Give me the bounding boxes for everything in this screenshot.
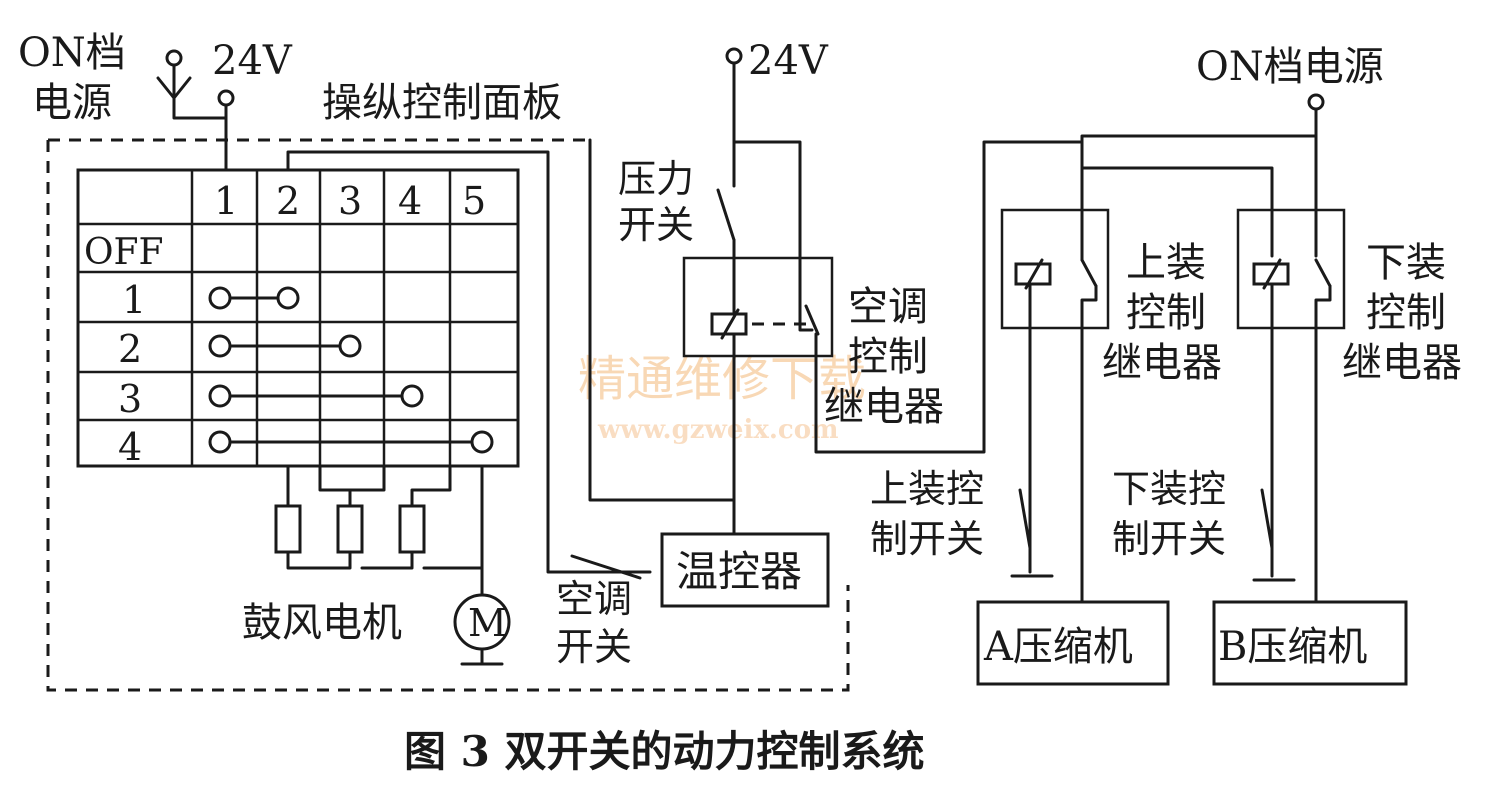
- upper-relay-label-line1: 上装: [1126, 240, 1206, 286]
- compressor-a-label: A压缩机: [983, 624, 1133, 670]
- lower-relay-label-line3: 继电器: [1342, 340, 1462, 386]
- ac-relay-contact: [804, 304, 820, 336]
- ac-relay-label-line3: 继电器: [824, 384, 944, 430]
- pressure-switch-label-line1: 压力: [618, 157, 694, 201]
- contact-node: [208, 334, 232, 358]
- on-switch-contact: [156, 76, 192, 100]
- voltage-label-mid: 24V: [748, 38, 829, 84]
- upper-switch-label-line1: 上装控: [870, 467, 984, 511]
- ac-relay-label-line2: 控制: [848, 334, 928, 380]
- contact-node: [338, 334, 362, 358]
- pressure-switch-contact: [716, 188, 736, 242]
- ac-relay-box: [682, 256, 834, 358]
- lower-switch-label-line2: 制开关: [1112, 517, 1226, 561]
- lower-relay-contact: [1314, 258, 1332, 288]
- upper-relay-label-line3: 继电器: [1102, 340, 1222, 386]
- watermark: 精通维修下载 www.gzweix.com: [578, 351, 866, 445]
- figure-caption: 图 3 双开关的动力控制系统: [404, 727, 924, 776]
- on-power-label-line2: 电源: [32, 80, 112, 126]
- pressure-switch-label-line2: 开关: [618, 203, 694, 247]
- ac-switch-wire: [286, 150, 652, 574]
- resistor: [398, 504, 426, 554]
- lower-relay-box: [1236, 208, 1346, 330]
- ac-control-section: 24V 压力 开关 空调 控制 继电器 温控器: [588, 38, 1082, 608]
- watermark-url: www.gzweix.com: [597, 415, 839, 445]
- blower-motor-label: 鼓风电机: [242, 600, 402, 646]
- compressor-section: ON档电源 上装 控制 继电器 下装 控制 继电器 上装控 制开关: [870, 44, 1462, 686]
- contact-node: [208, 430, 232, 454]
- on-power-label-right: ON档电源: [1196, 44, 1384, 90]
- terminal-node: [1307, 93, 1325, 111]
- compressor-b-label: B压缩机: [1218, 624, 1367, 670]
- lower-relay-label-line1: 下装: [1366, 240, 1446, 286]
- compressor-a-box: [976, 600, 1170, 686]
- col-header-1: 1: [214, 179, 238, 223]
- upper-switch-label-line2: 制开关: [870, 517, 984, 561]
- row-header-3: 3: [118, 377, 142, 421]
- ac-relay-label-line1: 空调: [848, 284, 928, 330]
- grid-frame: [76, 168, 520, 468]
- thermostat-box: [660, 532, 830, 608]
- voltage-label-left: 24V: [212, 38, 293, 84]
- thermostat-feed-wire: [588, 138, 736, 502]
- thermostat-label: 温控器: [676, 547, 802, 596]
- row-header-1: 1: [122, 278, 146, 322]
- upper-relay-label-line2: 控制: [1126, 290, 1206, 336]
- ac-switch-label-line2: 开关: [556, 625, 632, 669]
- lower-relay-label-line2: 控制: [1366, 290, 1446, 336]
- panel-title: 操纵控制面板: [322, 80, 562, 126]
- terminal-node: [217, 89, 235, 107]
- contact-node: [208, 384, 232, 408]
- compressor-b-box: [1212, 600, 1408, 686]
- row-header-off: OFF: [84, 232, 163, 273]
- watermark-text: 精通维修下载: [578, 351, 866, 407]
- terminal-node: [165, 49, 183, 67]
- resistor: [274, 504, 302, 554]
- col-header-5: 5: [462, 179, 486, 223]
- contact-node: [470, 430, 494, 454]
- blower-resistors: [274, 464, 484, 570]
- ac-switch-contact: [570, 554, 642, 580]
- lower-switch-label-line1: 下装控: [1112, 467, 1226, 511]
- ac-switch-label-line1: 空调: [556, 577, 632, 621]
- row-header-4: 4: [118, 425, 142, 469]
- col-header-2: 2: [276, 179, 300, 223]
- terminal-node: [725, 47, 743, 65]
- resistor: [336, 504, 364, 554]
- col-header-3: 3: [338, 179, 362, 223]
- upper-relay-box: [1000, 208, 1110, 330]
- control-panel: 1 2 3 4 5 OFF 1 2 3 4 ON档: [18, 30, 850, 692]
- panel-border: [46, 140, 850, 692]
- col-header-4: 4: [398, 179, 422, 223]
- contact-node: [208, 286, 232, 310]
- contact-node: [400, 384, 424, 408]
- upper-relay-contact: [1080, 258, 1098, 288]
- row-header-2: 2: [118, 327, 142, 371]
- contact-node: [276, 286, 300, 310]
- on-power-label-line1: ON档: [18, 30, 126, 76]
- switch-grid: 1 2 3 4 5 OFF 1 2 3 4: [76, 168, 520, 469]
- motor-symbol-label: M: [468, 601, 507, 645]
